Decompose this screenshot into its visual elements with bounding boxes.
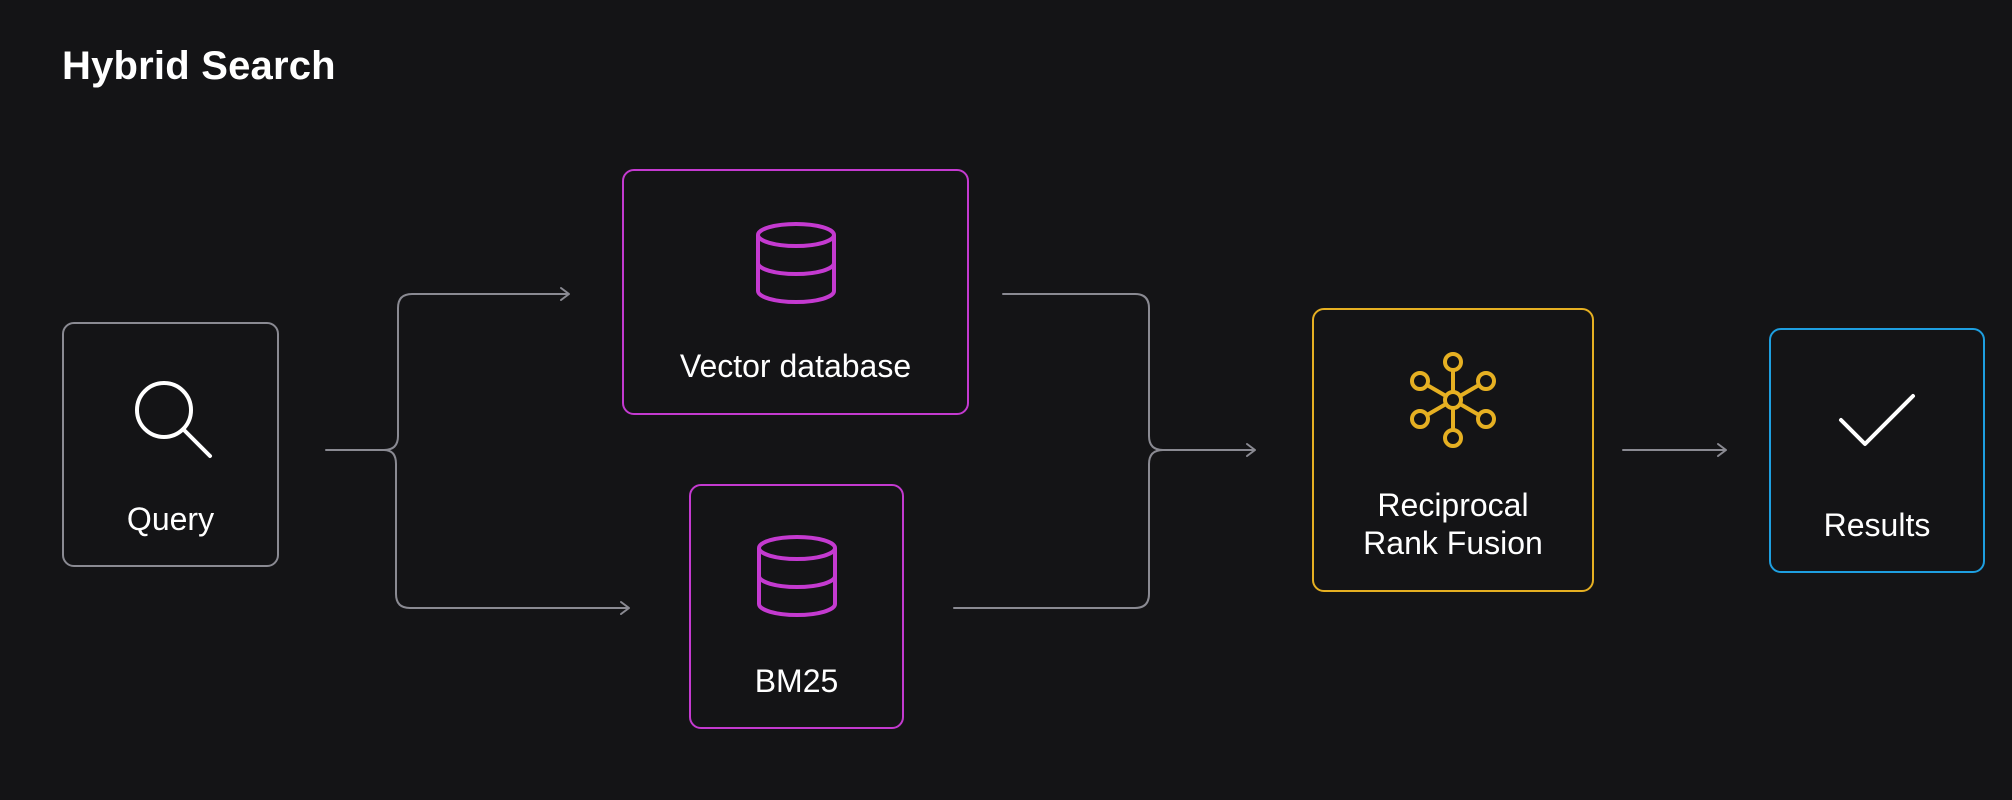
- results-node: Results: [1769, 328, 1985, 573]
- page-title: Hybrid Search: [62, 44, 336, 88]
- connector-query-bm25: [383, 449, 629, 609]
- database-icon: [754, 221, 838, 310]
- connector-vector-merge: [1002, 293, 1255, 451]
- reciprocal-rank-fusion-label: Reciprocal Rank Fusion: [1363, 487, 1543, 561]
- network-icon: [1405, 352, 1501, 453]
- arrowhead-vector: [560, 287, 570, 301]
- connector-query-split: [325, 293, 569, 451]
- results-label: Results: [1823, 507, 1931, 543]
- vector-database-node: Vector database: [622, 169, 969, 415]
- bm25-label: BM25: [754, 663, 839, 699]
- bm25-node: BM25: [689, 484, 904, 729]
- database-icon: [755, 534, 839, 623]
- arrowhead-bm25: [620, 601, 630, 615]
- connector-bm25-merge: [953, 449, 1164, 609]
- arrowhead-rrf: [1246, 443, 1256, 457]
- search-icon: [126, 372, 216, 467]
- reciprocal-rank-fusion-node: Reciprocal Rank Fusion: [1312, 308, 1594, 592]
- query-node: Query: [62, 322, 279, 567]
- vector-database-label: Vector database: [679, 348, 912, 384]
- checkmark-icon: [1837, 390, 1917, 455]
- arrowhead-results: [1717, 443, 1727, 457]
- query-label: Query: [126, 501, 215, 537]
